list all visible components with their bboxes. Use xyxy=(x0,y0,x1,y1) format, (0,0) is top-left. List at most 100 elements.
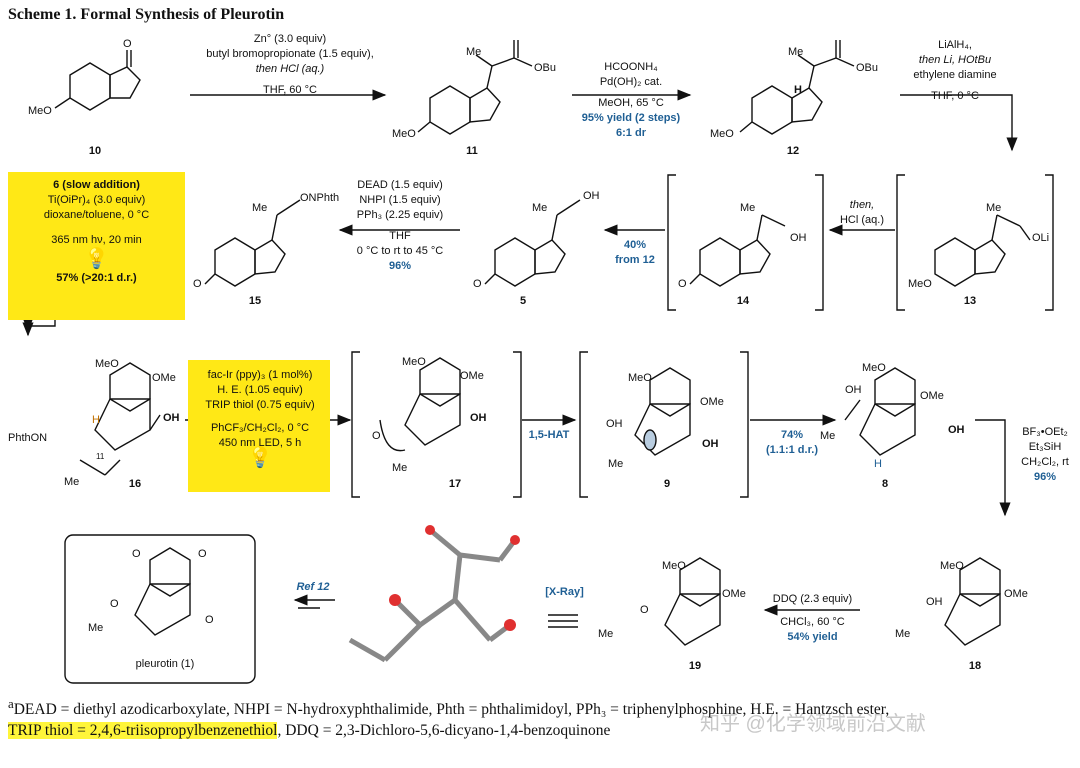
compound-18-structure xyxy=(944,557,1001,646)
s3-line1: LiAlH₄, xyxy=(938,39,972,51)
label-meo-13: MeO xyxy=(908,278,932,290)
label-h-12: H xyxy=(794,84,802,96)
label-me-12: Me xyxy=(788,46,804,58)
label-meo-18: MeO xyxy=(940,560,964,572)
compound-label-11: 11 xyxy=(466,145,478,157)
label-c11-16: 11 xyxy=(96,452,105,461)
compound-label-15: 15 xyxy=(248,295,262,307)
s8-line3: TRIP thiol (0.75 equiv) xyxy=(205,399,315,411)
s8-line5: 450 nm LED, 5 h xyxy=(218,437,302,449)
s11-line1: BF₃•OEt₂ xyxy=(1022,426,1068,438)
label-oh-8b: OH xyxy=(948,424,965,436)
s4-line2: HCl (aq.) xyxy=(839,214,884,226)
label-meo-8: MeO xyxy=(862,362,886,374)
label-oh-9b: OH xyxy=(702,438,719,450)
label-oh-9: OH xyxy=(606,418,623,430)
arrow-15-to-16 xyxy=(22,320,56,337)
s2-yield: 95% yield (2 steps) xyxy=(581,112,681,124)
label-ome-9: OMe xyxy=(700,396,724,408)
conditions-step7: 6 (slow addition) Ti(OiPr)₄ (3.0 equiv) … xyxy=(10,178,183,286)
conditions-step10: 74% (1.1:1 d.r.) xyxy=(752,428,832,458)
label-oh-14: OH xyxy=(790,232,807,244)
compound-17-structure xyxy=(379,357,461,452)
label-meo-12: MeO xyxy=(710,128,734,140)
s4-line1: then, xyxy=(849,199,875,211)
label-oh-17: OH xyxy=(470,412,487,424)
label-ome-16: OMe xyxy=(152,372,176,384)
s6-line3: PPh₃ (2.25 equiv) xyxy=(356,209,444,221)
label-ome-17: OMe xyxy=(460,370,484,382)
s5-yield: 40% xyxy=(623,239,647,251)
s1-line4: THF, 60 °C xyxy=(263,84,317,96)
xray-text: [X-Ray] xyxy=(545,586,584,598)
compound-13-structure xyxy=(934,214,1031,287)
s7-line1: 6 (slow addition) xyxy=(53,179,140,191)
s10-yield: 74% xyxy=(780,429,804,441)
compound-label-19: 19 xyxy=(688,660,702,672)
label-oh-16: OH xyxy=(163,412,180,424)
compound-19-structure xyxy=(664,557,721,646)
xray-structure xyxy=(348,525,520,663)
label-oh-8: OH xyxy=(845,384,862,396)
conditions-step1: Zn° (3.0 equiv) butyl bromopropionate (1… xyxy=(190,32,390,98)
label-me-15: Me xyxy=(252,202,268,214)
conditions-step2: HCOONH₄ Pd(OH)₂ cat. MeOH, 65 °C 95% yie… xyxy=(570,60,692,141)
label-me-11: Me xyxy=(466,46,482,58)
s12-line1: DDQ (2.3 equiv) xyxy=(772,593,853,605)
footnote-part3: , DDQ = 2,3-Dichloro-5,6-dicyano-1,4-ben… xyxy=(277,722,611,740)
conditions-step11: BF₃•OEt₂ Et₃SiH CH₂Cl₂, rt 96% xyxy=(1012,425,1078,485)
label-obu-12: OBu xyxy=(856,62,879,74)
compound-label-5: 5 xyxy=(519,295,527,307)
compound-label-9: 9 xyxy=(663,478,671,490)
label-obu-11: OBu xyxy=(534,62,557,74)
arrow-12-to-13 xyxy=(900,94,1018,152)
s3-line4: THF, 0 °C xyxy=(931,90,979,102)
footnote: aDEAD = diethyl azodicarboxylate, NHPI =… xyxy=(8,693,1074,741)
compound-label-8: 8 xyxy=(881,478,889,490)
compound-11-structure xyxy=(417,40,533,135)
scheme-drawing xyxy=(22,40,1054,684)
compound-10-structure xyxy=(54,50,141,111)
label-o-17: O xyxy=(372,430,381,442)
compound-label-18: 18 xyxy=(968,660,982,672)
label-meo-16: MeO xyxy=(95,358,119,370)
s12-line2: CHCl₃, 60 °C xyxy=(780,616,845,628)
label-meo-9: MeO xyxy=(628,372,652,384)
label-phthon-16: PhthON xyxy=(8,432,48,444)
s7-line4: 365 nm hν, 20 min xyxy=(51,234,142,246)
label-me-17: Me xyxy=(392,462,408,474)
compound-label-10: 10 xyxy=(88,145,102,157)
label-me-19: Me xyxy=(598,628,614,640)
label-ome-18: OMe xyxy=(1004,588,1028,600)
compound-14-structure xyxy=(689,214,786,287)
label-o-pleurotin-b: O xyxy=(198,548,207,560)
compound-9-structure xyxy=(634,367,691,456)
s11-line3: CH₂Cl₂, rt xyxy=(1021,456,1069,468)
label-ome-8: OMe xyxy=(920,390,944,402)
footnote-part2: TRIP thiol = 2,4,6-triisopropylbenzeneth… xyxy=(8,722,278,740)
compound-label-16: 16 xyxy=(128,478,142,490)
label-onphth-15: ONPhth xyxy=(300,192,340,204)
s8-line2: H. E. (1.05 equiv) xyxy=(217,384,303,396)
s6-line4: THF xyxy=(389,230,411,242)
label-h-8: H xyxy=(874,458,882,470)
label-o-pleurotin-c: O xyxy=(110,598,119,610)
s6-line1: DEAD (1.5 equiv) xyxy=(357,179,443,191)
label-o-14: O xyxy=(678,278,687,290)
s3-line2: then Li, HOtBu xyxy=(918,54,992,66)
label-oli-13: OLi xyxy=(1032,232,1050,244)
footnote-marker: a xyxy=(8,696,14,711)
label-me-8: Me xyxy=(820,430,836,442)
label-me-pleurotin: Me xyxy=(88,622,104,634)
conditions-step4: then, HCl (aq.) xyxy=(832,198,892,228)
label-meo-11: MeO xyxy=(392,128,416,140)
label-o-19: O xyxy=(640,604,649,616)
watermark: 知乎 @化学领域前沿文献 xyxy=(700,713,926,735)
s3-line3: ethylene diamine xyxy=(913,69,997,81)
compound-label-17: 17 xyxy=(448,478,462,490)
footnote-part1: DEAD = diethyl azodicarboxylate, NHPI = … xyxy=(13,701,890,719)
scheme-title: Scheme 1. Formal Synthesis of Pleurotin xyxy=(8,6,285,23)
conditions-step3: LiAlH₄, then Li, HOtBu ethylene diamine … xyxy=(900,38,1010,104)
s8-line1: fac-Ir (ppy)₃ (1 mol%) xyxy=(207,369,313,381)
s2-line2: Pd(OH)₂ cat. xyxy=(599,76,663,88)
